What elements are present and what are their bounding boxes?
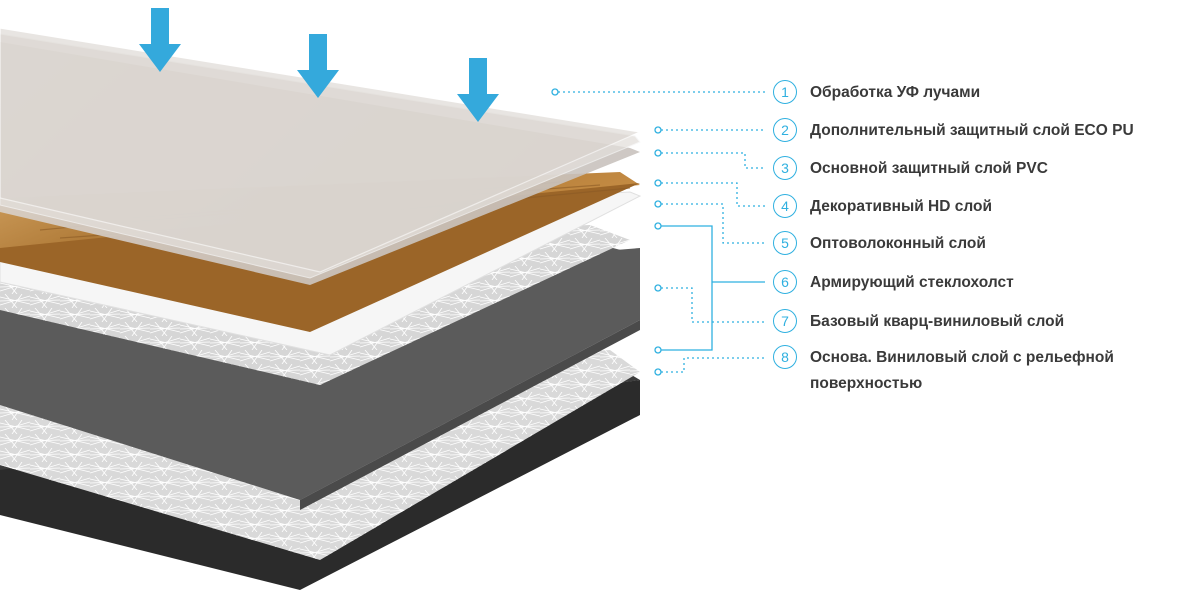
legend-item-7: 7 Базовый кварц-виниловый слой [773, 309, 1190, 335]
legend-label: Оптоволоконный слой [810, 235, 986, 252]
legend-item-1: 1 Обработка УФ лучами [773, 80, 1190, 106]
legend-item-4: 4 Декоративный HD слой [773, 194, 1190, 220]
layer-1-uv-coat [0, 27, 643, 273]
number-badge: 3 [773, 156, 797, 180]
legend-label: Обработка УФ лучами [810, 84, 981, 101]
legend-item-2: 2 Дополнительный защитный слой ECO PU [773, 118, 1190, 144]
legend-item-5: 5 Оптоволоконный слой [773, 231, 1190, 257]
number-badge: 8 [773, 345, 797, 369]
legend-label: Основной защитный слой PVC [810, 160, 1048, 177]
legend-label: Армирующий стеклохолст [810, 274, 1014, 291]
number-badge: 5 [773, 231, 797, 255]
number-badge: 7 [773, 309, 797, 333]
legend-item-6: 6 Армирующий стеклохолст [773, 270, 1190, 296]
legend-item-3: 3 Основной защитный слой PVC [773, 156, 1190, 182]
down-arrow-icon [139, 8, 181, 72]
down-arrow-icon [457, 58, 499, 122]
legend-label: Дополнительный защитный слой ECO PU [810, 122, 1134, 139]
legend-label: Основа. Виниловый слой с рельефной повер… [810, 349, 1114, 392]
legend-label: Базовый кварц-виниловый слой [810, 313, 1065, 330]
legend-label: Декоративный HD слой [810, 198, 992, 215]
number-badge: 6 [773, 270, 797, 294]
number-badge: 2 [773, 118, 797, 142]
layer-7-core-side [300, 320, 640, 510]
legend-item-8: 8 Основа. Виниловый слой с рельефной пов… [773, 345, 1190, 397]
number-badge: 1 [773, 80, 797, 104]
number-badge: 4 [773, 194, 797, 218]
down-arrow-icon [297, 34, 339, 98]
leader-lines [551, 88, 765, 376]
